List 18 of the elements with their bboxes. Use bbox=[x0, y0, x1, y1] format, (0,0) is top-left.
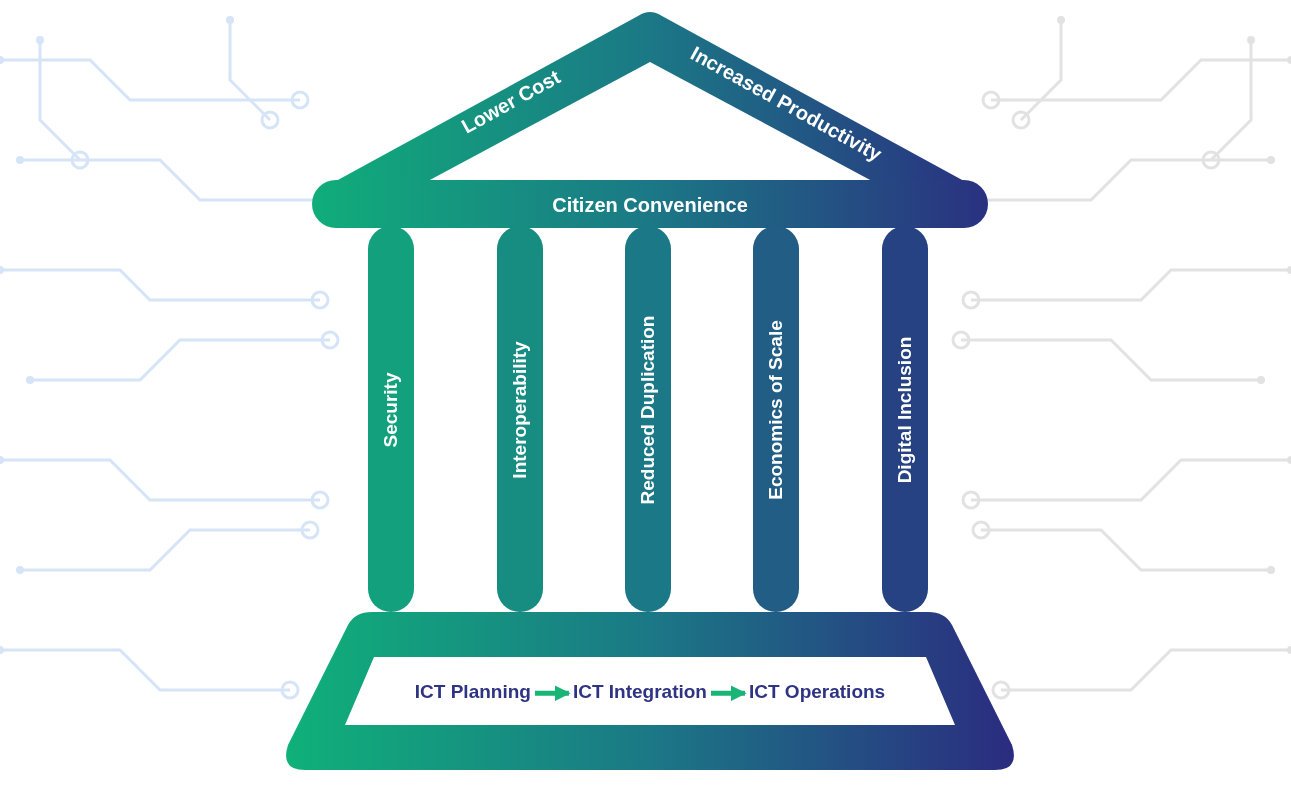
pillar-label: Economics of Scale bbox=[765, 320, 787, 500]
pillar bbox=[368, 226, 414, 612]
step-label: ICT Planning bbox=[414, 681, 531, 704]
step-label: ICT Integration bbox=[572, 681, 707, 704]
base-platform bbox=[283, 610, 1017, 772]
pillar-label: Digital Inclusion bbox=[894, 336, 916, 484]
pillar-label: Security bbox=[380, 372, 402, 448]
arrow bbox=[711, 685, 747, 702]
pillar-label: Interoperability bbox=[509, 341, 531, 479]
arrow bbox=[534, 685, 571, 702]
pillar bbox=[753, 226, 799, 612]
beam-label: Citizen Convenience bbox=[552, 193, 748, 217]
pillar-label: Reduced Duplication bbox=[637, 315, 659, 505]
pillar bbox=[625, 226, 671, 612]
pillar bbox=[497, 226, 543, 612]
step-label: ICT Operations bbox=[749, 681, 886, 704]
beam bbox=[312, 180, 988, 228]
pillar bbox=[882, 226, 928, 612]
